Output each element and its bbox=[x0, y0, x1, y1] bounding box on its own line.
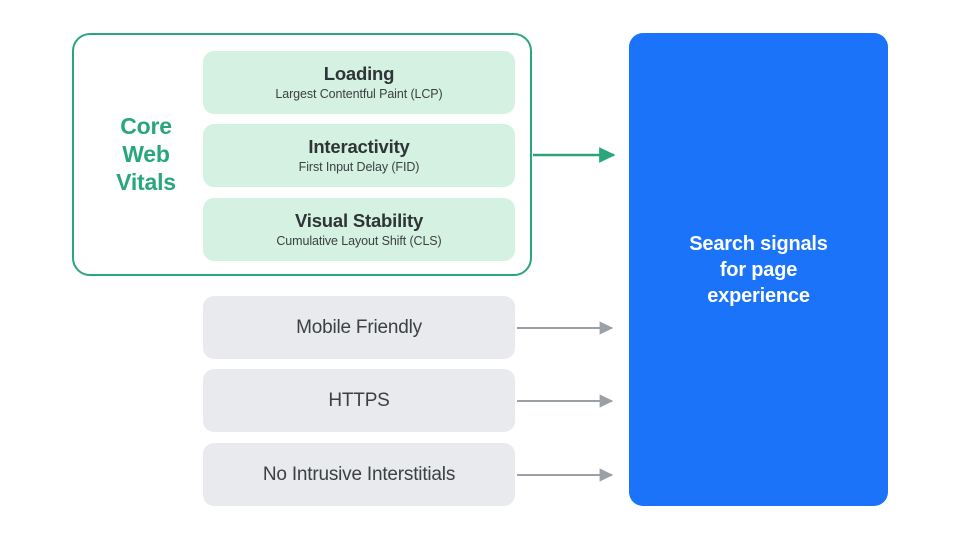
loading-card-title: Loading bbox=[323, 62, 395, 84]
visual-stability-card-subtitle: Cumulative Layout Shift (CLS) bbox=[276, 233, 442, 248]
core-web-vitals-group bbox=[72, 33, 532, 276]
core-web-vitals-group-label: Core Web Vitals bbox=[98, 112, 194, 196]
search-signals-panel-text: Search signals for page experience bbox=[689, 232, 828, 307]
no-intrusive-interstitials-card[interactable]: No Intrusive Interstitials bbox=[203, 443, 515, 506]
loading-card-subtitle: Largest Contentful Paint (LCP) bbox=[275, 86, 443, 101]
mobile-friendly-card-label: Mobile Friendly bbox=[296, 316, 422, 338]
interactivity-card[interactable]: Interactivity First Input Delay (FID) bbox=[203, 124, 515, 187]
https-card[interactable]: HTTPS bbox=[203, 369, 515, 432]
interactivity-card-subtitle: First Input Delay (FID) bbox=[298, 159, 420, 174]
visual-stability-card-title: Visual Stability bbox=[294, 209, 424, 231]
mobile-friendly-card[interactable]: Mobile Friendly bbox=[203, 296, 515, 359]
search-signals-panel[interactable]: Search signals for page experience bbox=[629, 33, 888, 506]
visual-stability-card[interactable]: Visual Stability Cumulative Layout Shift… bbox=[203, 198, 515, 261]
no-intrusive-interstitials-card-label: No Intrusive Interstitials bbox=[262, 463, 456, 485]
loading-card[interactable]: Loading Largest Contentful Paint (LCP) bbox=[203, 51, 515, 114]
core-web-vitals-label-line-3: Vitals bbox=[116, 169, 176, 195]
core-web-vitals-label-line-1: Core bbox=[120, 113, 172, 139]
https-card-label: HTTPS bbox=[328, 389, 390, 411]
interactivity-card-title: Interactivity bbox=[308, 135, 410, 157]
core-web-vitals-label-line-2: Web bbox=[122, 141, 170, 167]
